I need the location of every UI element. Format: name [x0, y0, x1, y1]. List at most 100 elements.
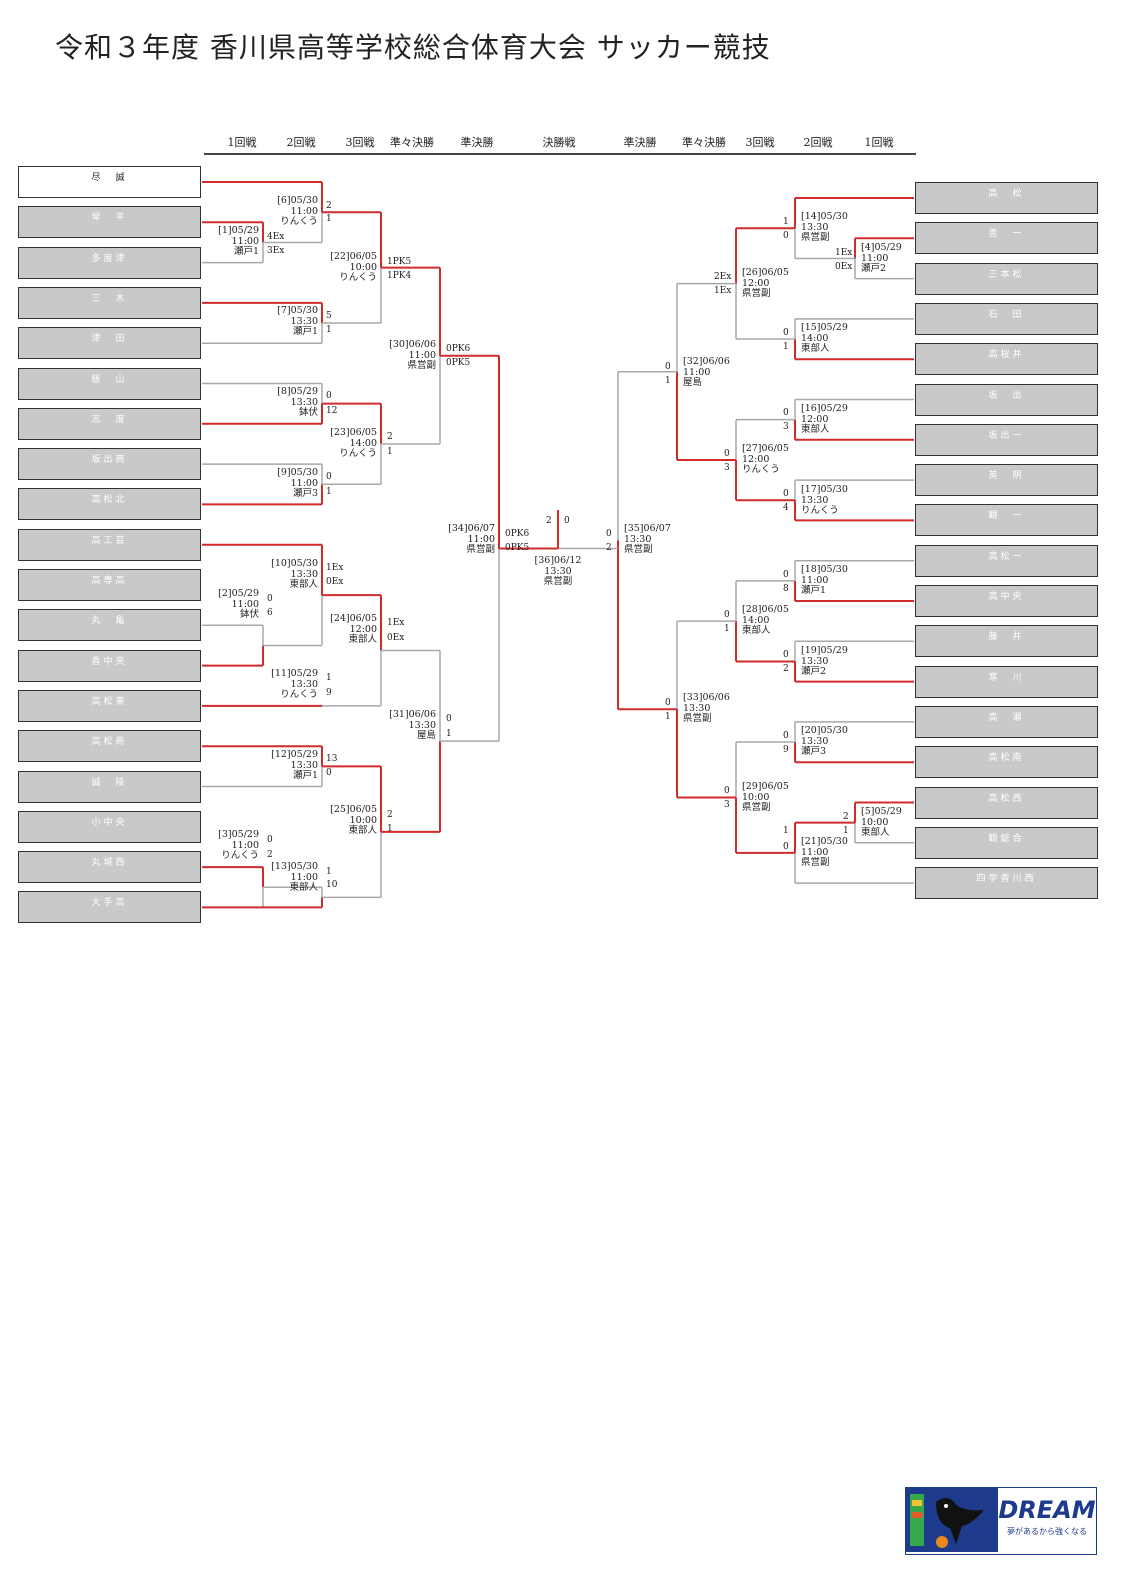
match-score: 9 — [783, 745, 789, 755]
team-box: 三本松 — [915, 262, 1098, 295]
match-info: [13]05/30 11:00 東部人 — [271, 861, 318, 893]
team-name: 藤 井 — [988, 632, 1025, 643]
team-box: 高松商 — [18, 730, 201, 763]
match-score: 2 — [326, 201, 332, 211]
team-box: 高松西 — [915, 786, 1098, 819]
match-score: 1 — [843, 826, 849, 836]
team-box: 四学香川西 — [915, 867, 1098, 900]
match-score: 1Ex — [387, 618, 405, 628]
team-name: 丸 亀 — [91, 616, 128, 627]
round-label: 1回戦 — [227, 136, 257, 149]
match-score: 1 — [783, 342, 789, 352]
match-info: [20]05/30 13:30 瀬戸3 — [801, 725, 848, 757]
team-box: 高 瀬 — [915, 705, 1098, 738]
team-name: 丸城西 — [91, 858, 128, 869]
match-info: [35]06/07 13:30 県営副 — [624, 523, 671, 555]
team-box: 藤 井 — [915, 625, 1098, 658]
match-score: 8 — [783, 584, 789, 594]
match-score: 0Ex — [835, 262, 853, 272]
match-info: [21]05/30 11:00 県営副 — [801, 836, 848, 868]
team-name: 観 一 — [988, 511, 1025, 522]
match-score: 1PK4 — [387, 271, 412, 281]
round-label: 準々決勝 — [390, 136, 434, 149]
match-info: [36]06/12 13:30 県営副 — [534, 555, 582, 587]
match-info: [14]05/30 13:30 県営副 — [801, 211, 848, 243]
match-score: 1 — [387, 824, 393, 834]
round-label: 2回戦 — [286, 136, 316, 149]
match-score: 4Ex — [267, 232, 285, 242]
team-name: 石 田 — [988, 309, 1025, 320]
match-info: [26]06/05 12:00 県営副 — [742, 267, 789, 299]
team-name: 坂出商 — [91, 455, 128, 466]
match-score: 0PK5 — [446, 358, 471, 368]
match-info: [25]06/05 10:00 東部人 — [330, 804, 377, 836]
team-box: 高松南 — [915, 746, 1098, 779]
match-info: [19]05/29 13:30 瀬戸2 — [801, 645, 848, 677]
match-score: 0PK6 — [446, 344, 471, 354]
team-box: 高松北 — [18, 488, 201, 521]
match-info: [9]05/30 11:00 瀬戸3 — [277, 467, 318, 499]
match-score: 0 — [606, 529, 612, 539]
team-name: 高工芸 — [91, 535, 128, 546]
team-box: 観総合 — [915, 826, 1098, 859]
match-info: [4]05/29 11:00 瀬戸2 — [861, 242, 902, 274]
match-score: 0 — [783, 650, 789, 660]
match-info: [28]06/05 14:00 東部人 — [742, 604, 789, 636]
match-score: 1 — [387, 447, 393, 457]
match-score: 1 — [326, 867, 332, 877]
match-info: [27]06/05 12:00 りんくう — [742, 443, 789, 475]
team-box: 観 一 — [915, 504, 1098, 537]
team-box: 丸城西 — [18, 851, 201, 884]
team-box: 坂出商 — [18, 448, 201, 481]
logo-tagline: 夢があるから強くなる — [1007, 1527, 1087, 1536]
match-score: 1 — [326, 325, 332, 335]
match-score: 0 — [724, 610, 730, 620]
match-info: [24]06/05 12:00 東部人 — [330, 613, 377, 645]
team-box: 誠 陵 — [18, 770, 201, 803]
match-score: 2 — [843, 812, 849, 822]
match-score: 1 — [665, 712, 671, 722]
team-name: 四学香川西 — [976, 874, 1037, 885]
team-name: 観総合 — [988, 833, 1025, 844]
team-box: 寒 川 — [915, 665, 1098, 698]
team-box: 石 田 — [915, 302, 1098, 335]
match-score: 10 — [326, 880, 338, 890]
match-score: 0 — [267, 835, 273, 845]
match-info: [33]06/06 13:30 県営副 — [683, 692, 730, 724]
match-info: [11]05/29 13:30 りんくう — [271, 668, 318, 700]
match-score: 0 — [783, 842, 789, 852]
team-name: 高桜井 — [988, 350, 1025, 361]
team-name: 高中央 — [988, 592, 1025, 602]
team-name: 高 瀬 — [988, 712, 1025, 723]
match-info: [18]05/30 11:00 瀬戸1 — [801, 564, 848, 596]
team-name: 高松南 — [988, 753, 1025, 764]
match-score: 1 — [326, 214, 332, 224]
match-score: 2 — [267, 850, 273, 860]
team-name: 多度津 — [91, 253, 128, 264]
match-score: 0 — [326, 391, 332, 401]
match-score: 0 — [783, 570, 789, 580]
match-score: 0 — [783, 328, 789, 338]
round-label: 準決勝 — [460, 136, 494, 149]
match-score: 0 — [267, 594, 273, 604]
match-score: 1 — [446, 729, 452, 739]
match-score: 0 — [724, 449, 730, 459]
match-info: [5]05/29 10:00 東部人 — [861, 806, 902, 838]
team-name: 高松東 — [91, 696, 128, 707]
team-box: 大手高 — [18, 891, 201, 924]
page-title: 令和３年度 香川県高等学校総合体育大会 サッカー競技 — [55, 31, 771, 64]
team-name: 誠 陵 — [91, 777, 128, 788]
team-box: 尽 誠 — [18, 166, 201, 198]
match-info: [16]05/29 12:00 東部人 — [801, 403, 848, 435]
final-score: 0 — [564, 516, 570, 526]
team-name: 小中央 — [91, 817, 128, 828]
team-box: 高松東 — [18, 689, 201, 722]
match-score: 1 — [783, 217, 789, 227]
match-info: [8]05/29 13:30 鉢伏 — [277, 386, 318, 418]
match-info: [1]05/29 11:00 瀬戸1 — [218, 225, 259, 257]
team-box: 香中央 — [18, 649, 201, 682]
match-score: 1 — [326, 673, 332, 683]
match-score: 4 — [783, 503, 789, 513]
